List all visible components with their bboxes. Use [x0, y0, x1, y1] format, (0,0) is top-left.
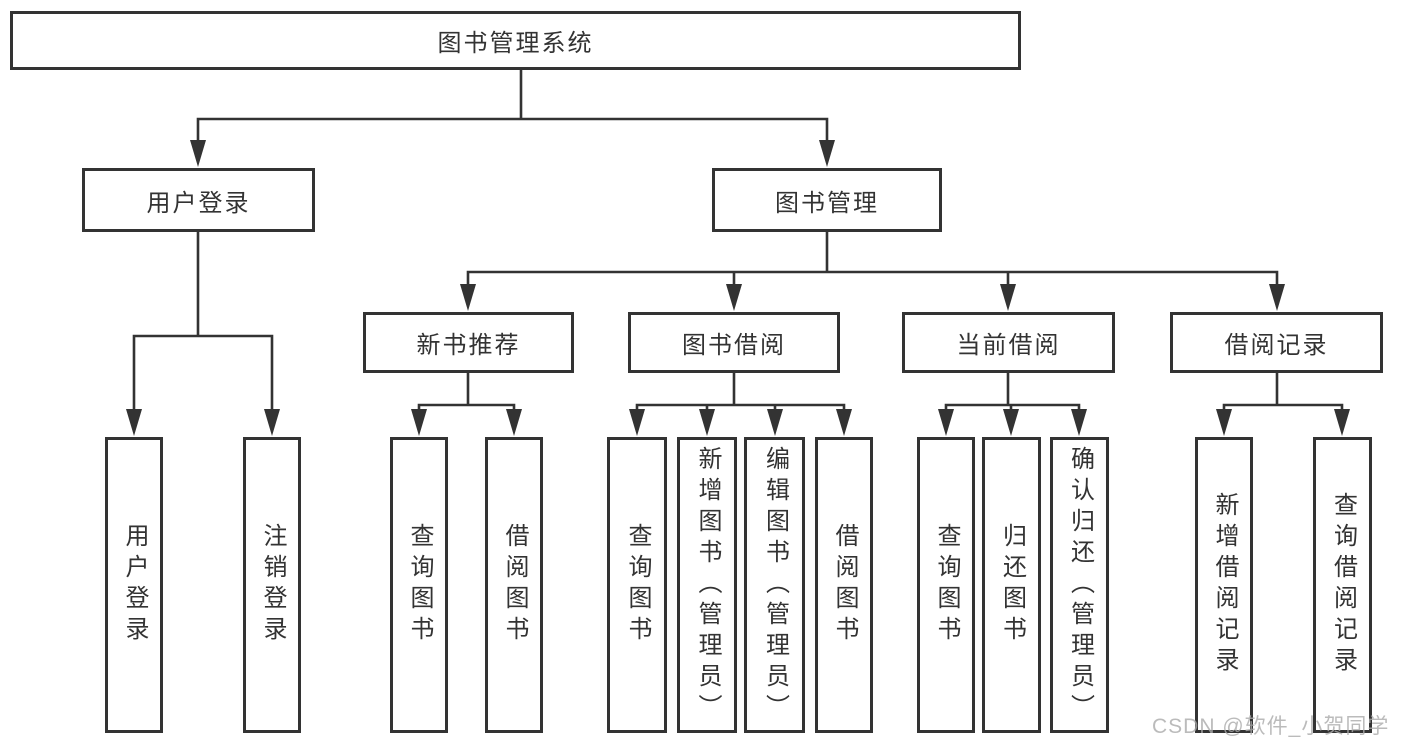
leaf-user-login-label: 用户登录 [121, 523, 148, 647]
leaf-cb-return-books-label: 归还图书 [998, 523, 1026, 647]
node-book-management: 图书管理 [712, 168, 942, 232]
leaf-br-query-record-label: 查询借阅记录 [1329, 492, 1357, 678]
leaf-cb-return-books: 归还图书 [982, 437, 1041, 733]
leaf-bb-edit-books-admin-label: 编辑图书（管理员） [761, 445, 789, 725]
node-user-login: 用户登录 [82, 168, 315, 232]
leaf-logout-label: 注销登录 [259, 523, 286, 647]
leaf-nbr-query-books-label: 查询图书 [406, 523, 433, 647]
leaf-cb-confirm-return-admin-label: 确认归还（管理员） [1066, 445, 1094, 725]
node-borrowing-records: 借阅记录 [1170, 312, 1383, 373]
leaf-nbr-query-books: 查询图书 [390, 437, 448, 733]
csdn-watermark: CSDN @软件_小贺同学 [1152, 715, 1390, 738]
leaf-cb-confirm-return-admin: 确认归还（管理员） [1050, 437, 1109, 733]
node-current-borrowing: 当前借阅 [902, 312, 1115, 373]
leaf-bb-query-books-label: 查询图书 [624, 523, 651, 647]
leaf-user-login: 用户登录 [105, 437, 163, 733]
leaf-cb-query-books-label: 查询图书 [933, 523, 960, 647]
leaf-cb-query-books: 查询图书 [917, 437, 975, 733]
node-root: 图书管理系统 [10, 11, 1021, 70]
leaf-bb-edit-books-admin: 编辑图书（管理员） [744, 437, 805, 733]
leaf-br-add-record-label: 新增借阅记录 [1211, 492, 1238, 678]
leaf-logout: 注销登录 [243, 437, 301, 733]
leaf-bb-borrow-books: 借阅图书 [815, 437, 873, 733]
leaf-nbr-borrow-books: 借阅图书 [485, 437, 543, 733]
leaf-bb-add-books-admin: 新增图书（管理员） [677, 437, 737, 733]
node-new-book-recommendation: 新书推荐 [363, 312, 574, 373]
leaf-br-add-record: 新增借阅记录 [1195, 437, 1253, 733]
node-book-borrowing: 图书借阅 [628, 312, 840, 373]
leaf-bb-add-books-admin-label: 新增图书（管理员） [694, 445, 721, 725]
leaf-br-query-record: 查询借阅记录 [1313, 437, 1372, 733]
leaf-bb-borrow-books-label: 借阅图书 [831, 523, 858, 647]
leaf-bb-query-books: 查询图书 [607, 437, 667, 733]
leaf-nbr-borrow-books-label: 借阅图书 [501, 523, 528, 647]
